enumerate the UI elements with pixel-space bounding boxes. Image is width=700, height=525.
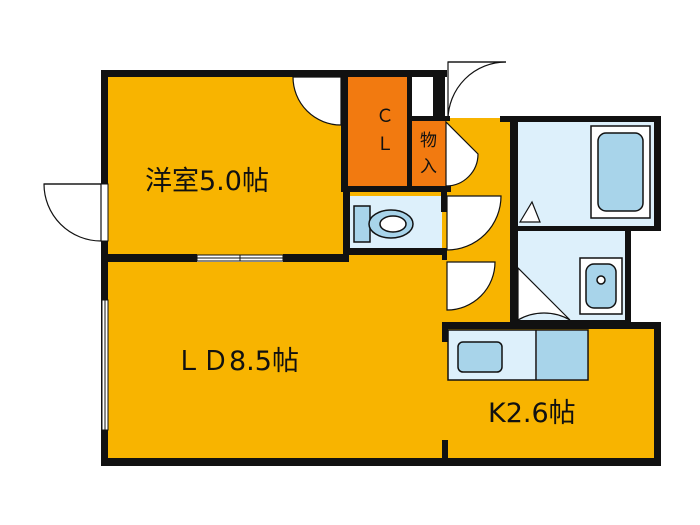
- storage-label-1: 物: [420, 131, 437, 151]
- storage-label-2: 入: [420, 157, 437, 177]
- washbasin-icon: [579, 257, 623, 315]
- closet-label-c: Ｃ: [376, 106, 394, 127]
- door-swings: [43, 61, 571, 322]
- closet-fill: [346, 76, 408, 186]
- shower-icon: [518, 200, 541, 223]
- kitchen-label: K2.6帖: [488, 398, 576, 429]
- kitchen-counter-icon: [447, 329, 589, 381]
- living-dining-label: ＬＤ8.5帖: [175, 346, 299, 377]
- western-room-label: 洋室5.0帖: [145, 166, 269, 197]
- closet-label-l: Ｌ: [376, 134, 394, 155]
- bathtub-icon: [590, 125, 651, 219]
- storage-fill: [412, 118, 446, 186]
- toilet-icon: [353, 205, 414, 243]
